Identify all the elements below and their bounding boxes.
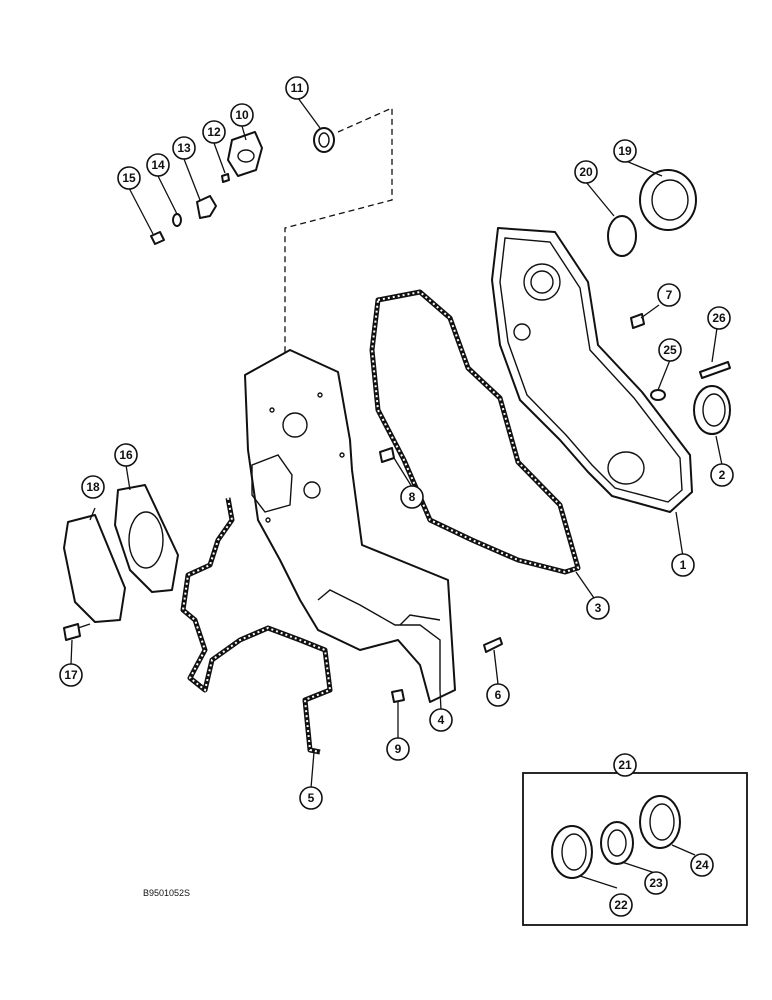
svg-text:3: 3: [595, 601, 602, 615]
svg-text:11: 11: [291, 81, 304, 95]
svg-text:24: 24: [695, 858, 709, 872]
callout-2: 2: [710, 463, 734, 487]
callout-12: 12: [202, 120, 226, 144]
svg-text:26: 26: [712, 311, 726, 325]
callout-25: 25: [658, 338, 682, 362]
access-cover-plate: [63, 514, 126, 623]
callout-13: 13: [172, 136, 196, 160]
svg-text:13: 13: [177, 141, 191, 155]
svg-text:16: 16: [119, 448, 133, 462]
svg-text:12: 12: [207, 125, 221, 139]
seal-kit-box: [522, 772, 748, 926]
callout-11: 11: [285, 76, 309, 100]
svg-text:8: 8: [409, 490, 416, 504]
svg-text:9: 9: [395, 742, 402, 756]
oil-seal-19: [639, 169, 697, 231]
callout-14: 14: [146, 153, 170, 177]
plug-15: [150, 231, 165, 245]
callout-7: 7: [657, 283, 681, 307]
svg-text:23: 23: [649, 876, 663, 890]
washer-25: [650, 389, 666, 401]
svg-text:20: 20: [579, 165, 593, 179]
svg-text:17: 17: [64, 668, 78, 682]
svg-text:10: 10: [235, 108, 249, 122]
cap-screw-8: [379, 447, 395, 463]
seal-ring-11: [313, 127, 335, 153]
access-cover-gasket: [114, 484, 179, 593]
svg-text:6: 6: [495, 688, 502, 702]
svg-text:21: 21: [618, 758, 632, 772]
document-number: B9501052S: [143, 888, 190, 898]
kit-sleeve-23: [600, 821, 634, 865]
svg-text:18: 18: [86, 480, 100, 494]
cap-screw-17: [63, 623, 91, 641]
bolt-26: [699, 361, 731, 379]
callout-1: 1: [671, 553, 695, 577]
dowel-pin-9: [391, 689, 405, 703]
svg-text:14: 14: [151, 158, 165, 172]
plug-13: [196, 195, 217, 219]
screw-12: [221, 173, 230, 183]
callout-23: 23: [644, 871, 668, 895]
callout-15: 15: [117, 166, 141, 190]
svg-text:15: 15: [122, 171, 136, 185]
callout-16: 16: [114, 443, 138, 467]
o-ring-14: [172, 213, 182, 227]
kit-seal-24: [639, 795, 681, 849]
callout-6: 6: [486, 683, 510, 707]
svg-text:25: 25: [663, 343, 677, 357]
svg-text:4: 4: [438, 713, 445, 727]
callout-8: 8: [400, 485, 424, 509]
cap-screw-7: [630, 313, 645, 329]
svg-text:7: 7: [666, 288, 673, 302]
kit-seal-22: [551, 825, 593, 879]
svg-text:2: 2: [719, 468, 726, 482]
callout-18: 18: [81, 475, 105, 499]
callout-9: 9: [386, 737, 410, 761]
callout-22: 22: [609, 893, 633, 917]
callout-21: 21: [613, 753, 637, 777]
water-outlet-10: [227, 131, 263, 177]
callout-24: 24: [690, 853, 714, 877]
callout-4: 4: [429, 708, 453, 732]
svg-text:19: 19: [618, 144, 632, 158]
cap-screw-6: [483, 637, 503, 653]
callout-19: 19: [613, 139, 637, 163]
callout-17: 17: [59, 663, 83, 687]
cover-gasket: [369, 289, 581, 575]
housing-gasket: [180, 497, 333, 755]
svg-text:1: 1: [680, 558, 687, 572]
oil-seal-2: [693, 385, 731, 435]
callout-5: 5: [299, 786, 323, 810]
svg-text:5: 5: [308, 791, 315, 805]
assembly-dashed-line: [284, 106, 393, 380]
front-cover: [491, 227, 693, 513]
leader-lines: [70, 97, 723, 889]
callout-26: 26: [707, 306, 731, 330]
gear-housing: [244, 349, 456, 703]
callout-3: 3: [586, 596, 610, 620]
svg-text:22: 22: [614, 898, 628, 912]
callout-10: 10: [230, 103, 254, 127]
callout-20: 20: [574, 160, 598, 184]
wear-sleeve-20: [607, 215, 637, 257]
